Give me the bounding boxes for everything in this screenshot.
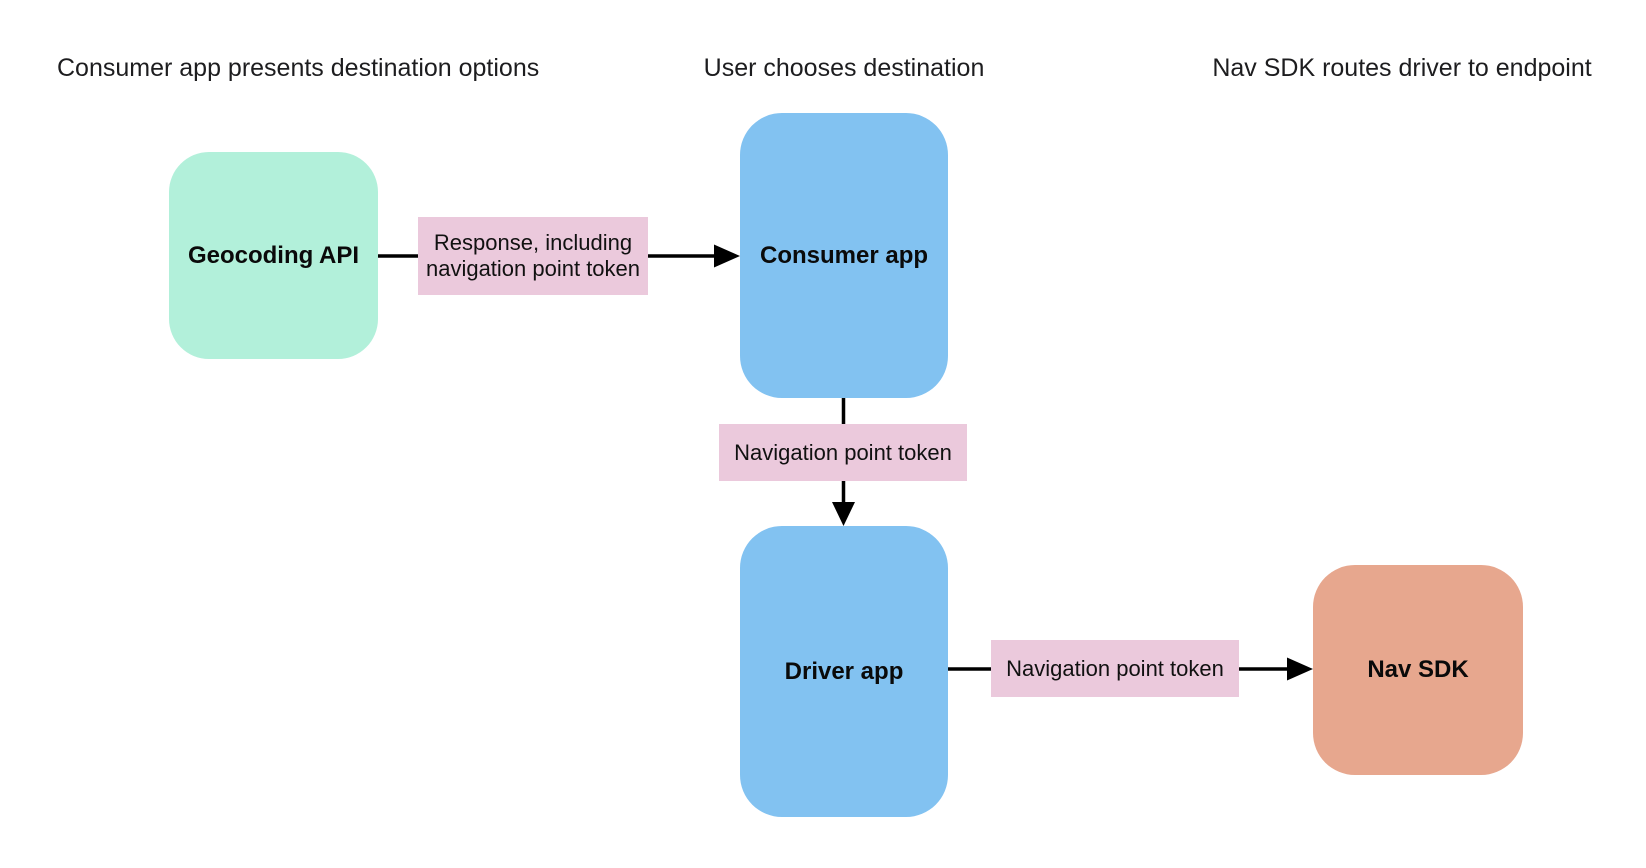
node-consumer-app: Consumer app <box>740 113 948 398</box>
node-geocoding-api: Geocoding API <box>169 152 378 359</box>
edge-label-navigation-point-token-vertical: Navigation point token <box>719 424 967 481</box>
node-driver-app: Driver app <box>740 526 948 817</box>
node-nav-sdk: Nav SDK <box>1313 565 1523 775</box>
column-header-user-chooses: User chooses destination <box>703 54 985 82</box>
edge-label-response-including-token: Response, including navigation point tok… <box>418 217 648 295</box>
edge-label-navigation-point-token-horizontal: Navigation point token <box>991 640 1239 697</box>
column-header-consumer-presents: Consumer app presents destination option… <box>57 54 540 82</box>
column-header-navsdk-routes: Nav SDK routes driver to endpoint <box>1212 54 1592 82</box>
